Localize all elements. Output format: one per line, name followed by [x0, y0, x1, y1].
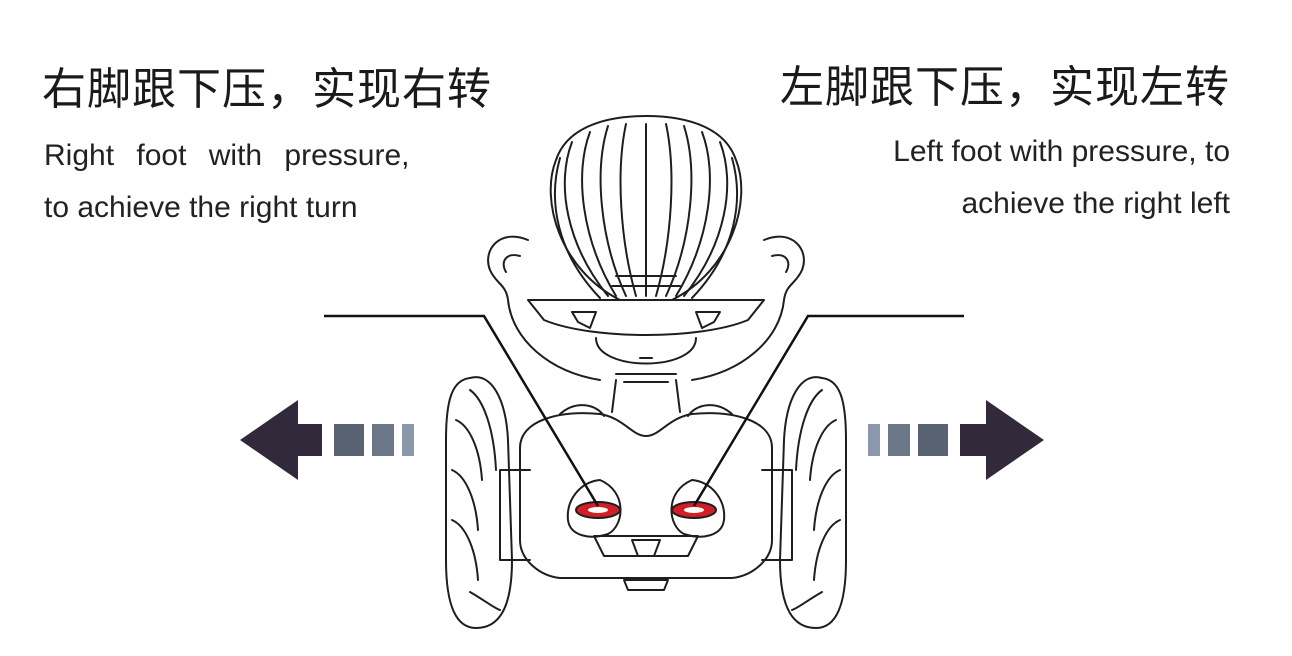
balance-vehicle-illustration	[445, 115, 847, 629]
arrow-left-icon	[240, 400, 414, 480]
right-turn-description-line1: Right foot with pressure,	[44, 139, 410, 172]
left-callout-line	[324, 314, 600, 507]
seat-base	[527, 299, 765, 383]
left-turn-description-line1: Left foot with pressure, to	[893, 135, 1230, 168]
right-turn-description: Right foot with pressure, to achieve the…	[44, 130, 409, 234]
right-turn-description-line2: to achieve the right turn	[44, 191, 358, 224]
foot-deck	[499, 404, 793, 591]
seat-back	[549, 115, 743, 301]
left-turn-description-line2: achieve the right left	[961, 187, 1231, 220]
handle-arms	[487, 235, 805, 381]
arrow-right-icon	[868, 400, 1044, 480]
left-turn-heading: 左脚跟下压，实现左转	[780, 62, 1230, 113]
right-callout-line	[692, 314, 964, 507]
left-wheel	[445, 376, 513, 629]
right-turn-heading: 右脚跟下压，实现右转	[42, 64, 492, 115]
right-wheel	[779, 376, 847, 629]
left-turn-description: Left foot with pressure, to achieve the …	[893, 126, 1230, 230]
callout-lines	[324, 314, 964, 507]
pedal-highlights	[575, 501, 717, 519]
stem	[611, 379, 681, 413]
